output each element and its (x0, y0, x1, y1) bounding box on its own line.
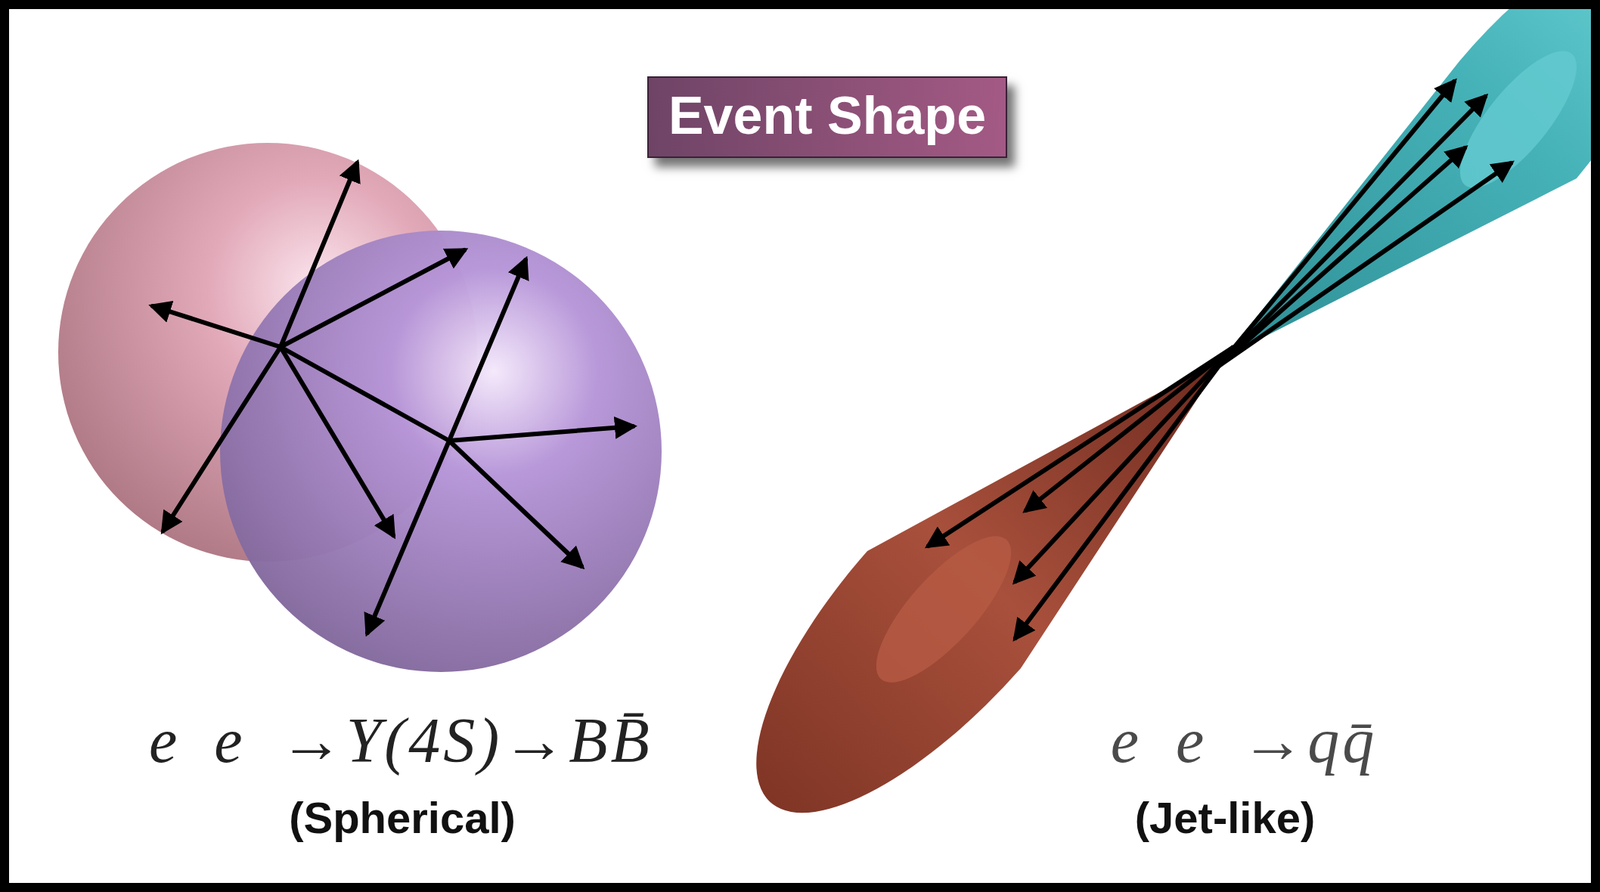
track-line (280, 347, 450, 441)
track-arrow (928, 347, 1233, 546)
track-arrow (280, 347, 394, 536)
track-arrow (367, 440, 450, 633)
track-arrow (449, 426, 633, 441)
track-arrow (280, 163, 357, 348)
track-arrow (280, 250, 465, 348)
track-arrow (449, 440, 582, 567)
track-arrow (163, 347, 281, 531)
title: Event Shape (668, 83, 987, 148)
track-arrow (152, 306, 281, 348)
track-arrow (1015, 347, 1233, 582)
track-arrow (1218, 96, 1486, 366)
purple-sphere (220, 230, 662, 673)
title-box: Event Shape (647, 76, 1008, 159)
shape-caption: (Spherical) (288, 791, 516, 845)
track-arrow (1015, 347, 1233, 639)
process-formula: e e →Υ(4S)→BB̄ (148, 704, 653, 779)
b-meson-spheres (58, 142, 662, 673)
process-formula: e e →qq̄ (1110, 704, 1378, 779)
track-arrow (449, 260, 526, 441)
spherical-tracks (152, 163, 633, 633)
track-arrow (1218, 148, 1465, 366)
track-arrow (1218, 163, 1511, 366)
track-arrow (1218, 81, 1455, 366)
shape-caption: (Jet-like) (1134, 791, 1316, 845)
lower-cone-cap (855, 517, 1031, 701)
jet-tracks (928, 81, 1511, 639)
